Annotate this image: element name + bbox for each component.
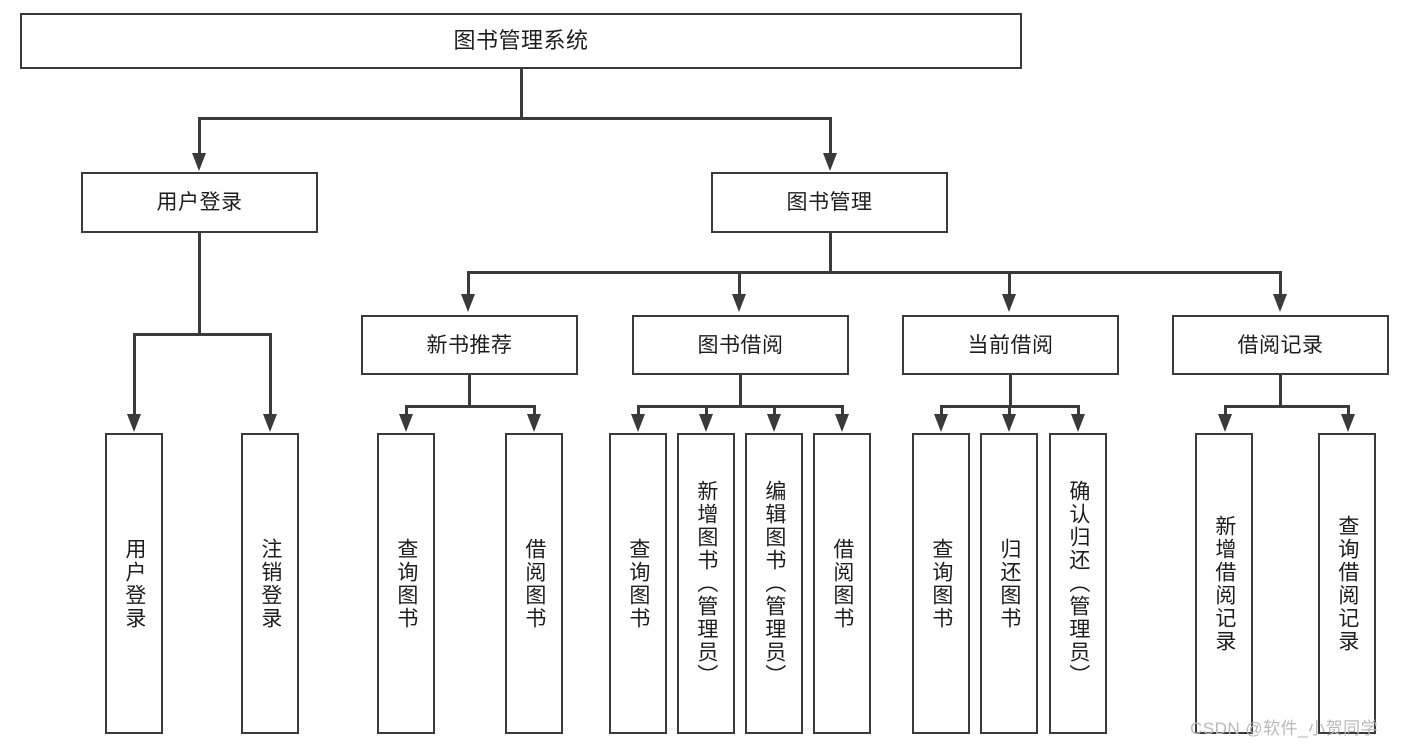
connector-book-management-stem xyxy=(829,233,832,273)
arrowhead-to-book-management xyxy=(823,153,837,171)
leaf-logout[interactable]: 注销登录 xyxy=(241,433,299,734)
connector-cb-drop-1 xyxy=(940,405,943,418)
node-label: 图书借阅 xyxy=(697,333,784,357)
node-label: 查询图书 xyxy=(394,537,418,630)
node-new-book-recommend[interactable]: 新书推荐 xyxy=(361,315,578,375)
node-label: 查询借阅记录 xyxy=(1335,514,1359,653)
connector-br-bus xyxy=(1224,405,1349,408)
connector-nbr-drop-2 xyxy=(533,405,536,418)
connector-user-login-drop-2 xyxy=(269,333,272,416)
node-label: 用户登录 xyxy=(122,537,146,630)
node-label: 查询图书 xyxy=(929,537,953,630)
arrowhead-leaf-br-1 xyxy=(1218,414,1232,432)
connector-root-bus xyxy=(198,117,832,120)
node-label: 编辑图书（管理员） xyxy=(762,480,786,687)
node-label: 确认归还（管理员） xyxy=(1066,480,1090,687)
arrowhead-leaf-user-login xyxy=(127,414,141,432)
node-label: 图书管理 xyxy=(786,191,873,214)
arrowhead-leaf-cb-1 xyxy=(934,414,948,432)
node-label: 新增图书（管理员） xyxy=(694,480,718,687)
connector-nbr-drop-1 xyxy=(405,405,408,418)
arrowhead-leaf-bb-1 xyxy=(631,414,645,432)
node-book-management[interactable]: 图书管理 xyxy=(711,172,948,233)
node-label: 归还图书 xyxy=(997,537,1021,630)
connector-bb-stem xyxy=(739,375,742,407)
leaf-br-query-record[interactable]: 查询借阅记录 xyxy=(1318,433,1376,734)
connector-bm-drop-1 xyxy=(467,271,470,296)
leaf-cb-return-book[interactable]: 归还图书 xyxy=(980,433,1038,734)
leaf-br-add-record[interactable]: 新增借阅记录 xyxy=(1195,433,1253,734)
node-root-book-management-system[interactable]: 图书管理系统 xyxy=(20,13,1022,69)
connector-root-drop-1 xyxy=(198,117,201,155)
arrowhead-leaf-cb-2 xyxy=(1002,414,1016,432)
connector-user-login-drop-1 xyxy=(133,333,136,416)
connector-bb-drop-1 xyxy=(637,405,640,418)
leaf-bb-add-book-admin[interactable]: 新增图书（管理员） xyxy=(677,433,735,734)
leaf-bb-borrow-book[interactable]: 借阅图书 xyxy=(813,433,871,734)
node-current-borrow[interactable]: 当前借阅 xyxy=(902,315,1119,375)
leaf-nbr-borrow-book[interactable]: 借阅图书 xyxy=(505,433,563,734)
connector-book-management-bus xyxy=(467,271,1281,274)
arrowhead-to-book-borrow xyxy=(732,294,746,312)
connector-cb-stem xyxy=(1009,375,1012,407)
node-book-borrow[interactable]: 图书借阅 xyxy=(632,315,849,375)
leaf-nbr-query-book[interactable]: 查询图书 xyxy=(377,433,435,734)
connector-bb-drop-3 xyxy=(773,405,776,418)
connector-bb-drop-4 xyxy=(841,405,844,418)
connector-cb-drop-3 xyxy=(1077,405,1080,418)
node-label: 用户登录 xyxy=(156,191,243,214)
node-label: 借阅图书 xyxy=(522,537,546,630)
arrowhead-to-user-login xyxy=(192,153,206,171)
leaf-user-login[interactable]: 用户登录 xyxy=(105,433,163,734)
connector-bm-drop-2 xyxy=(738,271,741,296)
leaf-bb-query-book[interactable]: 查询图书 xyxy=(609,433,667,734)
node-label: 新增借阅记录 xyxy=(1212,514,1236,653)
node-label: 查询图书 xyxy=(626,537,650,630)
arrowhead-leaf-br-2 xyxy=(1341,414,1355,432)
node-label: 当前借阅 xyxy=(967,333,1054,357)
node-label: 新书推荐 xyxy=(426,333,513,357)
node-label: 借阅图书 xyxy=(830,537,854,630)
node-label: 借阅记录 xyxy=(1237,333,1324,357)
connector-user-login-stem xyxy=(198,233,201,335)
arrowhead-leaf-bb-2 xyxy=(699,414,713,432)
leaf-cb-confirm-return-admin[interactable]: 确认归还（管理员） xyxy=(1049,433,1107,734)
arrowhead-to-new-book-recommend xyxy=(461,294,475,312)
connector-user-login-bus xyxy=(133,333,271,336)
node-label: 图书管理系统 xyxy=(453,28,589,53)
connector-br-stem xyxy=(1279,375,1282,407)
connector-br-drop-1 xyxy=(1224,405,1227,418)
connector-nbr-bus xyxy=(405,405,533,408)
arrowhead-to-current-borrow xyxy=(1002,294,1016,312)
connector-nbr-stem xyxy=(468,375,471,407)
connector-root-stem xyxy=(520,69,523,118)
connector-br-drop-2 xyxy=(1347,405,1350,418)
node-label: 注销登录 xyxy=(258,537,282,630)
leaf-bb-edit-book-admin[interactable]: 编辑图书（管理员） xyxy=(745,433,803,734)
node-borrow-record[interactable]: 借阅记录 xyxy=(1172,315,1389,375)
connector-bm-drop-4 xyxy=(1279,271,1282,296)
connector-root-drop-2 xyxy=(829,117,832,155)
arrowhead-leaf-bb-4 xyxy=(835,414,849,432)
connector-bm-drop-3 xyxy=(1008,271,1011,296)
arrowhead-leaf-nbr-1 xyxy=(399,414,413,432)
arrowhead-leaf-cb-3 xyxy=(1071,414,1085,432)
arrowhead-leaf-nbr-2 xyxy=(527,414,541,432)
arrowhead-leaf-bb-3 xyxy=(767,414,781,432)
connector-cb-drop-2 xyxy=(1008,405,1011,418)
connector-bb-drop-2 xyxy=(705,405,708,418)
csdn-watermark: CSDN @软件_小贺同学 xyxy=(1190,719,1379,738)
arrowhead-to-borrow-record xyxy=(1273,294,1287,312)
connector-bb-bus xyxy=(637,405,842,408)
arrowhead-leaf-logout xyxy=(263,414,277,432)
leaf-cb-query-book[interactable]: 查询图书 xyxy=(912,433,970,734)
node-user-login[interactable]: 用户登录 xyxy=(81,172,318,233)
